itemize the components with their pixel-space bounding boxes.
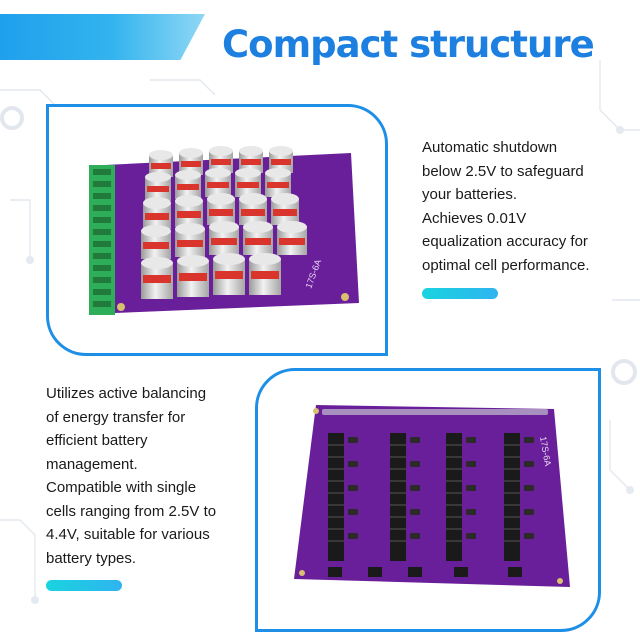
feature-bottom-line: 4.4V, suitable for various [46, 526, 210, 543]
feature-top-line: optimal cell performance. [422, 256, 590, 274]
bottom-product-frame: 17S-6A [255, 368, 601, 632]
feature-bottom-line: of energy transfer for [46, 408, 186, 426]
feature-top-line: Achieves 0.01V [422, 209, 527, 227]
feature-bottom-line: Utilizes active balancing [46, 385, 207, 402]
decorative-pill-top [422, 288, 498, 299]
feature-top-line: your batteries. [422, 186, 518, 203]
feature-bottom-line: Compatible with single [46, 479, 197, 496]
feature-top-line: below 2.5V to safeguard [422, 162, 584, 180]
feature-bottom-line: battery types. [46, 549, 137, 567]
capacitor-array [141, 146, 307, 299]
feature-bottom-line: management. [46, 455, 138, 473]
top-product-frame: 17S-6A [46, 104, 388, 356]
mosfet-columns [328, 433, 534, 561]
feature-bottom-line: cells ranging from 2.5V to [46, 502, 217, 520]
page-title: Compact structure [222, 23, 595, 66]
pcb-board [294, 405, 570, 587]
decorative-pill-bottom [46, 580, 122, 591]
feature-bottom-line: efficient battery [46, 432, 148, 449]
balancer-board-image: 17S-6A [294, 405, 570, 587]
feature-top-line: equalization accuracy for [422, 233, 588, 250]
feature-text-bottom: Utilizes active balancing of energy tran… [46, 382, 246, 570]
capacitor-board-image: 17S-6A [89, 146, 359, 315]
controller-chips [328, 567, 522, 577]
feature-top-line: Automatic shutdown [422, 139, 558, 156]
header-accent-bar [0, 14, 205, 60]
feature-text-top: Automatic shutdown below 2.5V to safegua… [422, 136, 622, 277]
